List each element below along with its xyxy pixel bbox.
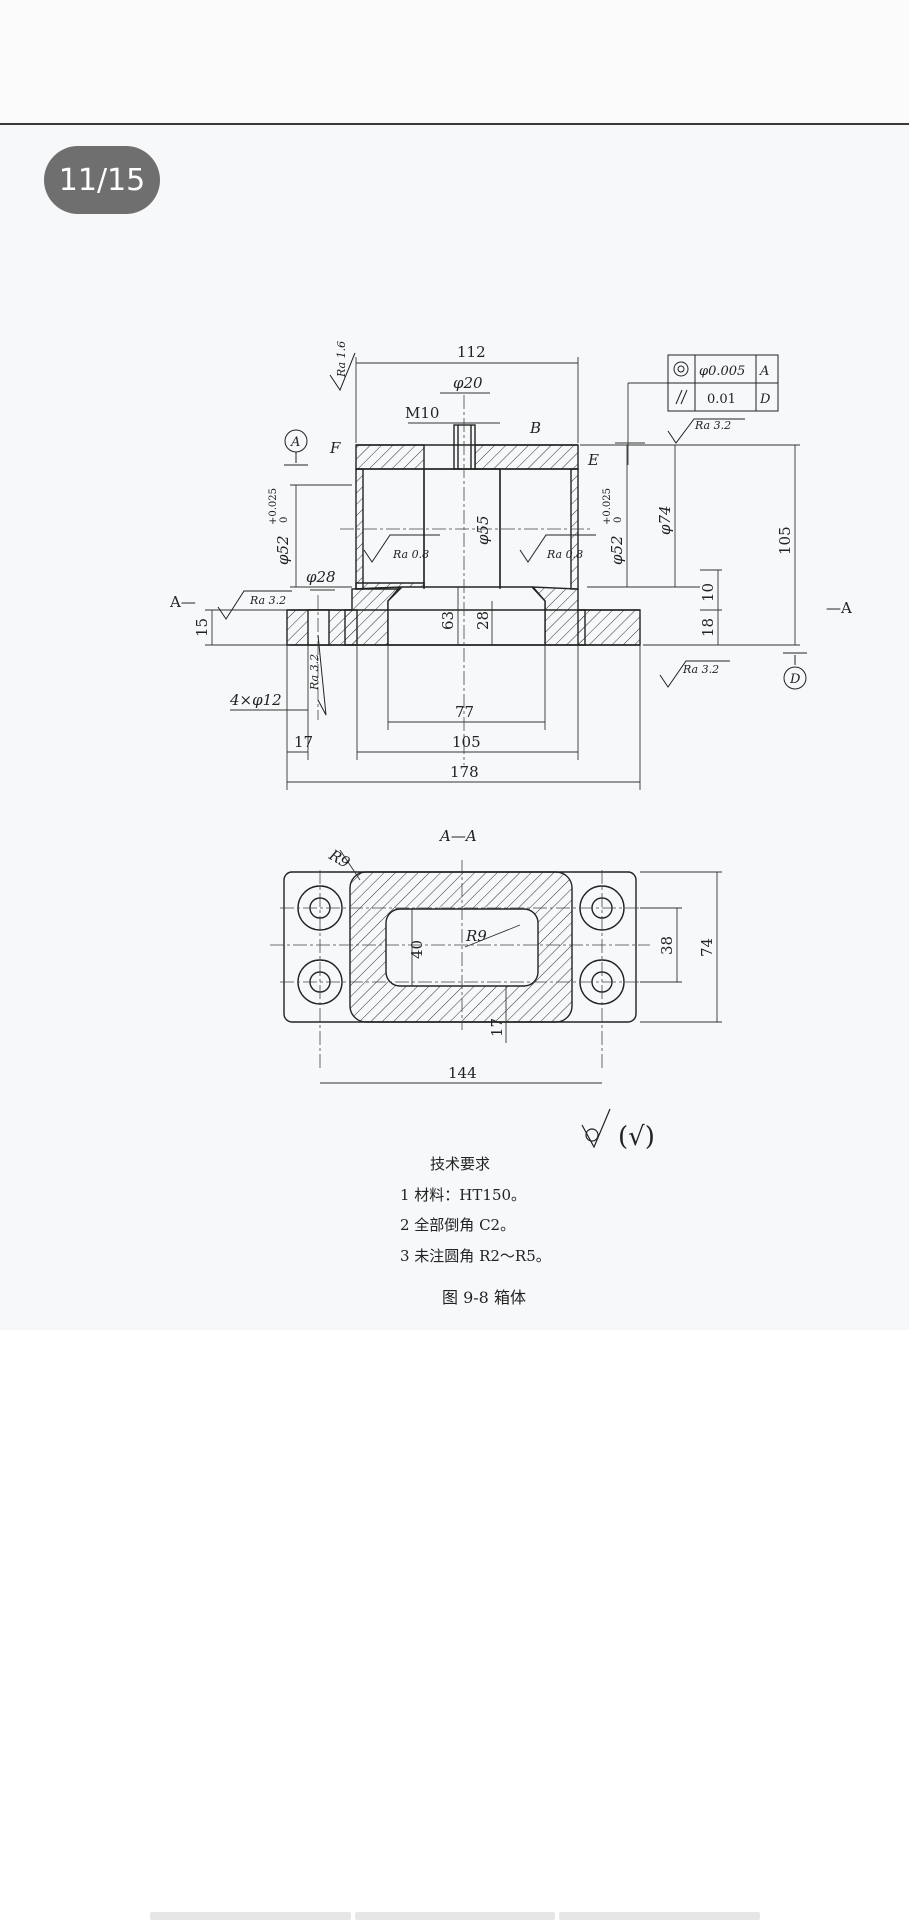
ra-3-2-top: Ra 3.2 [694, 419, 731, 432]
technical-requirements: 技术要求 1 材料：HT150。 2 全部倒角 C2。 3 未注圆角 R2～R5… [400, 1155, 551, 1307]
section-dim-74: 74 [698, 938, 716, 957]
dim-18: 18 [699, 618, 717, 637]
gdt-datum-1: A [759, 364, 769, 379]
tol-lower-right: 0 [613, 517, 624, 523]
general-finish-paren: (√) [618, 1122, 655, 1152]
section-view [283, 871, 637, 1023]
tol-upper-left: +0.025 [268, 488, 279, 525]
general-finish-symbol [581, 1108, 611, 1149]
dim-105-horizontal: 105 [452, 733, 481, 751]
datum-d-circle [783, 666, 807, 690]
dim-phi52-left: φ52 [274, 535, 292, 565]
dim-63: 63 [439, 611, 457, 630]
top-band-left [355, 444, 425, 470]
dim-phi74: φ74 [656, 505, 674, 535]
figure-caption: 图 9-8 箱体 [442, 1288, 526, 1307]
dim-phi52-right: φ52 [608, 535, 626, 565]
ra-1-6: Ra 1.6 [335, 341, 348, 378]
scanned-page [0, 125, 909, 1330]
section-r9-outer: R9 [325, 845, 353, 872]
section-dim-40: 40 [408, 940, 426, 959]
ra-3-2-right: Ra 3.2 [682, 663, 719, 676]
tol-upper-right: +0.025 [602, 488, 613, 525]
bottom-segment [354, 1912, 556, 1920]
tech-title: 技术要求 [430, 1155, 490, 1173]
section-cut-labels: A— A —A A [169, 593, 852, 617]
dim-phi28: φ28 [306, 568, 336, 586]
ra-0-8-right: Ra 0.8 [546, 548, 583, 561]
section-r9-inner: R9 [465, 927, 487, 945]
holes-4x-phi12: 4×φ12 [229, 691, 282, 709]
tech-item-2: 2 全部倒角 C2。 [400, 1216, 515, 1234]
dim-178: 178 [450, 763, 479, 781]
datum-a-label: A [290, 435, 300, 450]
main-dimensions [205, 357, 800, 790]
surface-finish-symbols [217, 352, 745, 716]
surface-f: F [329, 439, 341, 457]
thread-hole [453, 424, 476, 470]
section-dimensions [320, 849, 722, 1084]
gdt-value-2: 0.01 [707, 392, 736, 407]
base-right [577, 609, 641, 646]
top-band-right [474, 444, 579, 470]
dim-10: 10 [699, 583, 717, 602]
dim-15: 15 [193, 618, 211, 637]
center-lines [317, 395, 590, 765]
engineering-drawing[interactable]: 112 φ20 M10 B E F A D φ52 +0.025 0 φ52 +… [0, 125, 909, 1330]
main-view-labels: 112 φ20 M10 B E F A D φ52 +0.025 0 φ52 +… [193, 341, 801, 781]
top-blank-area [0, 0, 909, 123]
thread-m10: M10 [405, 404, 439, 422]
dim-28: 28 [474, 611, 492, 630]
bottom-toolbar-hint [150, 1912, 761, 1920]
surface-b: B [529, 419, 541, 437]
page-top-border [0, 123, 909, 125]
dim-phi55: φ55 [474, 515, 492, 545]
tol-lower-left: 0 [279, 517, 290, 523]
tech-item-3: 3 未注圆角 R2～R5。 [400, 1247, 551, 1265]
svg-text:—A: —A [826, 599, 852, 617]
gdt-datum-2: D [759, 392, 771, 407]
dim-17-horizontal: 17 [294, 733, 313, 751]
dim-77: 77 [455, 703, 474, 721]
ra-3-2-vertical: Ra 3.2 [308, 654, 321, 691]
gdt-value-1: φ0.005 [699, 364, 745, 379]
dim-112: 112 [457, 343, 486, 361]
datum-d-label: D [789, 672, 801, 687]
tech-item-1: 1 材料：HT150。 [400, 1186, 526, 1204]
ra-0-8-left: Ra 0.8 [392, 548, 429, 561]
section-dim-17: 17 [488, 1018, 506, 1037]
section-dim-38: 38 [658, 936, 676, 955]
section-center-lines [270, 860, 650, 1070]
datum-markers [284, 429, 807, 690]
dim-phi20: φ20 [453, 374, 483, 392]
surface-e: E [587, 451, 599, 469]
inner-cavity [387, 586, 546, 646]
bottom-segment [559, 1912, 761, 1920]
section-title: A—A [438, 827, 477, 845]
dim-105-vertical: 105 [776, 526, 794, 555]
bottom-segment [150, 1912, 351, 1920]
ra-3-2-left: Ra 3.2 [249, 594, 286, 607]
page-indicator[interactable]: 11/15 [44, 146, 160, 214]
gdt-frame [667, 354, 779, 412]
section-dim-144: 144 [448, 1064, 477, 1082]
svg-text:A—: A— [169, 593, 196, 611]
